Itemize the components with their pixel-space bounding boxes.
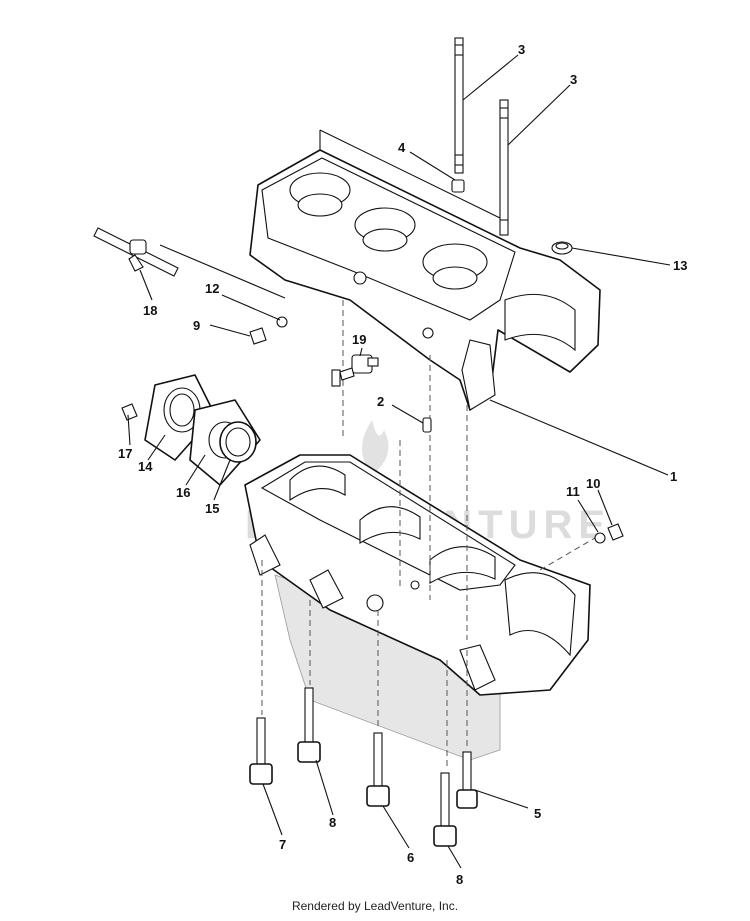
bolt-and-washer-right: [594, 523, 624, 544]
callout-13-plug: 13: [673, 258, 687, 273]
lower-crankcase: [244, 454, 591, 761]
plug: [551, 241, 573, 255]
bolt-7: [249, 717, 273, 785]
leader-lines: [127, 54, 671, 869]
alignment-lines: [261, 300, 601, 770]
callout-17: 17: [118, 446, 132, 461]
dowel-pin: [422, 417, 432, 433]
callout-2-dowel: 2: [377, 394, 384, 409]
callout-11: 11: [566, 484, 580, 499]
callout-3-long-stud: 3: [518, 42, 525, 57]
callout-8-left: 8: [329, 815, 336, 830]
bolt-6: [366, 732, 390, 807]
callout-7: 7: [279, 837, 286, 852]
callout-5: 5: [534, 806, 541, 821]
callout-4-nut: 4: [398, 140, 406, 155]
callout-15: 15: [205, 501, 219, 516]
callout-18-hose: 18: [143, 303, 157, 318]
watermark-flame-icon: [362, 420, 389, 475]
hose: [93, 227, 179, 277]
stud-long: [454, 37, 464, 174]
nut: [451, 179, 465, 193]
upper-crankcase: [249, 129, 601, 411]
stud-short: [499, 99, 509, 236]
callout-16: 16: [176, 485, 190, 500]
callout-1-crankcase: 1: [670, 469, 677, 484]
callout-12-washer: 12: [205, 281, 219, 296]
bolt-8a: [297, 687, 321, 763]
callout-9-screw: 9: [193, 318, 200, 333]
footer-credit: Rendered by LeadVenture, Inc.: [291, 899, 459, 913]
callout-labels: 3 3 4 13 18 12 9 19 2 1 17 14 16 15 11 1…: [118, 42, 687, 887]
callout-10: 10: [586, 476, 600, 491]
callout-14: 14: [138, 459, 153, 474]
bolt-8b: [433, 772, 457, 847]
callout-6: 6: [407, 850, 414, 865]
callout-3-short-stud: 3: [570, 72, 577, 87]
sensor: [331, 354, 379, 387]
callout-19-sensor: 19: [352, 332, 366, 347]
bolt-5: [456, 751, 478, 809]
callout-8-right: 8: [456, 872, 463, 887]
screw-and-washer: [249, 316, 288, 345]
